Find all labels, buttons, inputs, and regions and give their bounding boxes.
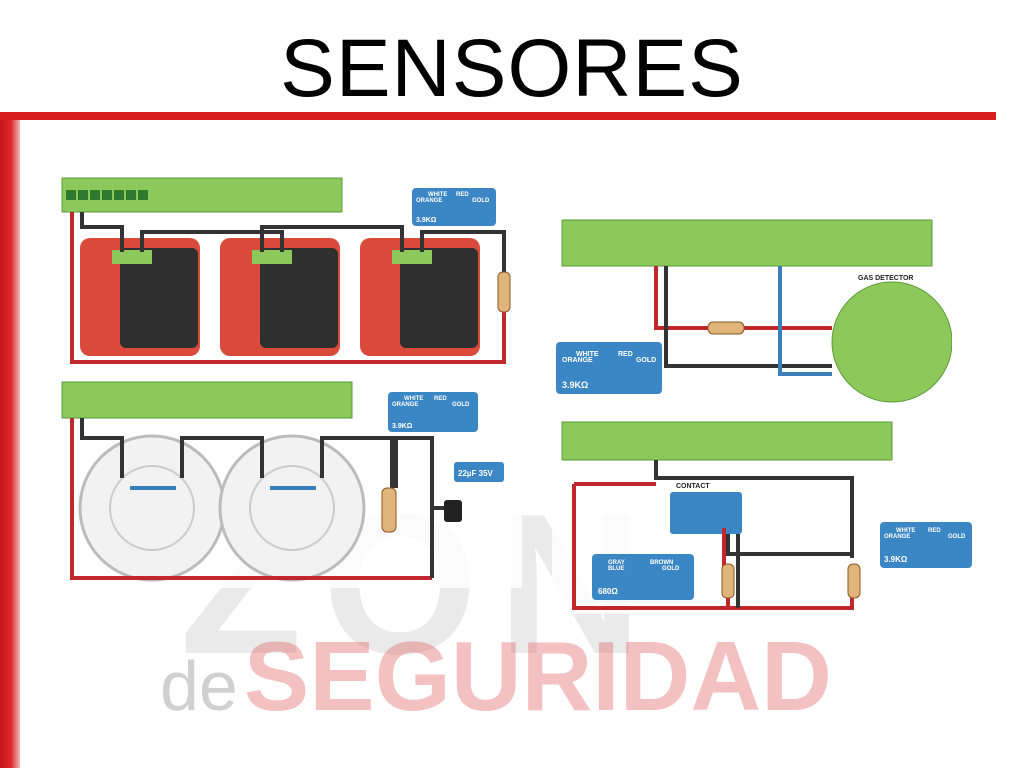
svg-text:RED: RED	[618, 351, 633, 358]
diagram-magnetic-contact: CONTACT GRAY BLUE BROWN GOLD 680Ω WHITE …	[552, 418, 982, 614]
left-accent-bar	[0, 112, 20, 768]
svg-text:BLUE: BLUE	[608, 566, 624, 572]
svg-text:WHITE: WHITE	[896, 528, 915, 534]
svg-text:ORANGE: ORANGE	[416, 198, 442, 204]
svg-text:GOLD: GOLD	[662, 566, 680, 572]
resistor-label-3: WHITE ORANGE RED GOLD 3.9KΩ	[388, 392, 478, 432]
diagram-smoke-detectors: 22µF 35V WHITE ORANGE RED GOLD 3.9KΩ	[52, 378, 522, 588]
svg-text:BROWN: BROWN	[650, 560, 673, 566]
svg-text:3.9KΩ: 3.9KΩ	[416, 217, 437, 224]
svg-text:22µF 35V: 22µF 35V	[458, 469, 494, 478]
svg-text:WHITE: WHITE	[404, 396, 423, 402]
svg-text:ORANGE: ORANGE	[392, 402, 418, 408]
svg-text:3.9KΩ: 3.9KΩ	[392, 423, 413, 430]
terminal-board	[561, 421, 893, 461]
svg-text:GOLD: GOLD	[472, 198, 490, 204]
smoke-detector-base	[218, 434, 366, 582]
gas-detector-board	[831, 281, 952, 403]
resistor-label-1: WHITE ORANGE RED GOLD 3.9KΩ	[412, 188, 496, 226]
resistor	[381, 487, 397, 533]
svg-text:GAS DETECTOR: GAS DETECTOR	[858, 275, 914, 282]
contact-switch	[670, 492, 742, 534]
svg-text:ORANGE: ORANGE	[884, 534, 910, 540]
title-underline	[0, 112, 996, 120]
capacitor-label: 22µF 35V	[454, 462, 504, 482]
resistor-label-2: WHITE ORANGE RED GOLD 3.9KΩ	[556, 342, 662, 394]
svg-text:GOLD: GOLD	[452, 402, 470, 408]
terminal-board	[561, 219, 933, 267]
page-title: SENSORES	[280, 23, 744, 114]
svg-text:GOLD: GOLD	[948, 534, 966, 540]
capacitor	[444, 500, 462, 522]
svg-text:GOLD: GOLD	[636, 357, 656, 364]
resistor	[497, 271, 511, 313]
svg-text:WHITE: WHITE	[576, 351, 599, 358]
resistor	[847, 563, 861, 599]
motion-sensor	[220, 238, 340, 356]
svg-text:RED: RED	[928, 528, 941, 534]
svg-text:GRAY: GRAY	[608, 560, 625, 566]
motion-sensor	[80, 238, 200, 356]
smoke-detector-base	[78, 434, 226, 582]
terminal-board	[61, 381, 353, 419]
resistor	[721, 563, 735, 599]
svg-text:CONTACT: CONTACT	[676, 483, 710, 490]
diagram-motion-sensors: WHITE ORANGE RED GOLD 3.9KΩ	[52, 172, 522, 372]
watermark-logo: deSEGURIDAD	[160, 621, 832, 731]
resistor-label-4: WHITE ORANGE RED GOLD 3.9KΩ	[880, 522, 972, 568]
motion-sensor	[360, 238, 480, 356]
svg-text:RED: RED	[456, 192, 469, 198]
svg-text:RED: RED	[434, 396, 447, 402]
svg-text:WHITE: WHITE	[428, 192, 447, 198]
svg-text:680Ω: 680Ω	[598, 587, 618, 596]
svg-text:3.9KΩ: 3.9KΩ	[562, 380, 588, 390]
resistor-label-5: GRAY BLUE BROWN GOLD 680Ω	[592, 554, 694, 600]
svg-text:ORANGE: ORANGE	[562, 357, 593, 364]
diagram-gas-detector: GAS DETECTOR WHITE ORANGE RED GOLD 3.9KΩ	[552, 212, 952, 412]
svg-text:3.9KΩ: 3.9KΩ	[884, 555, 908, 564]
